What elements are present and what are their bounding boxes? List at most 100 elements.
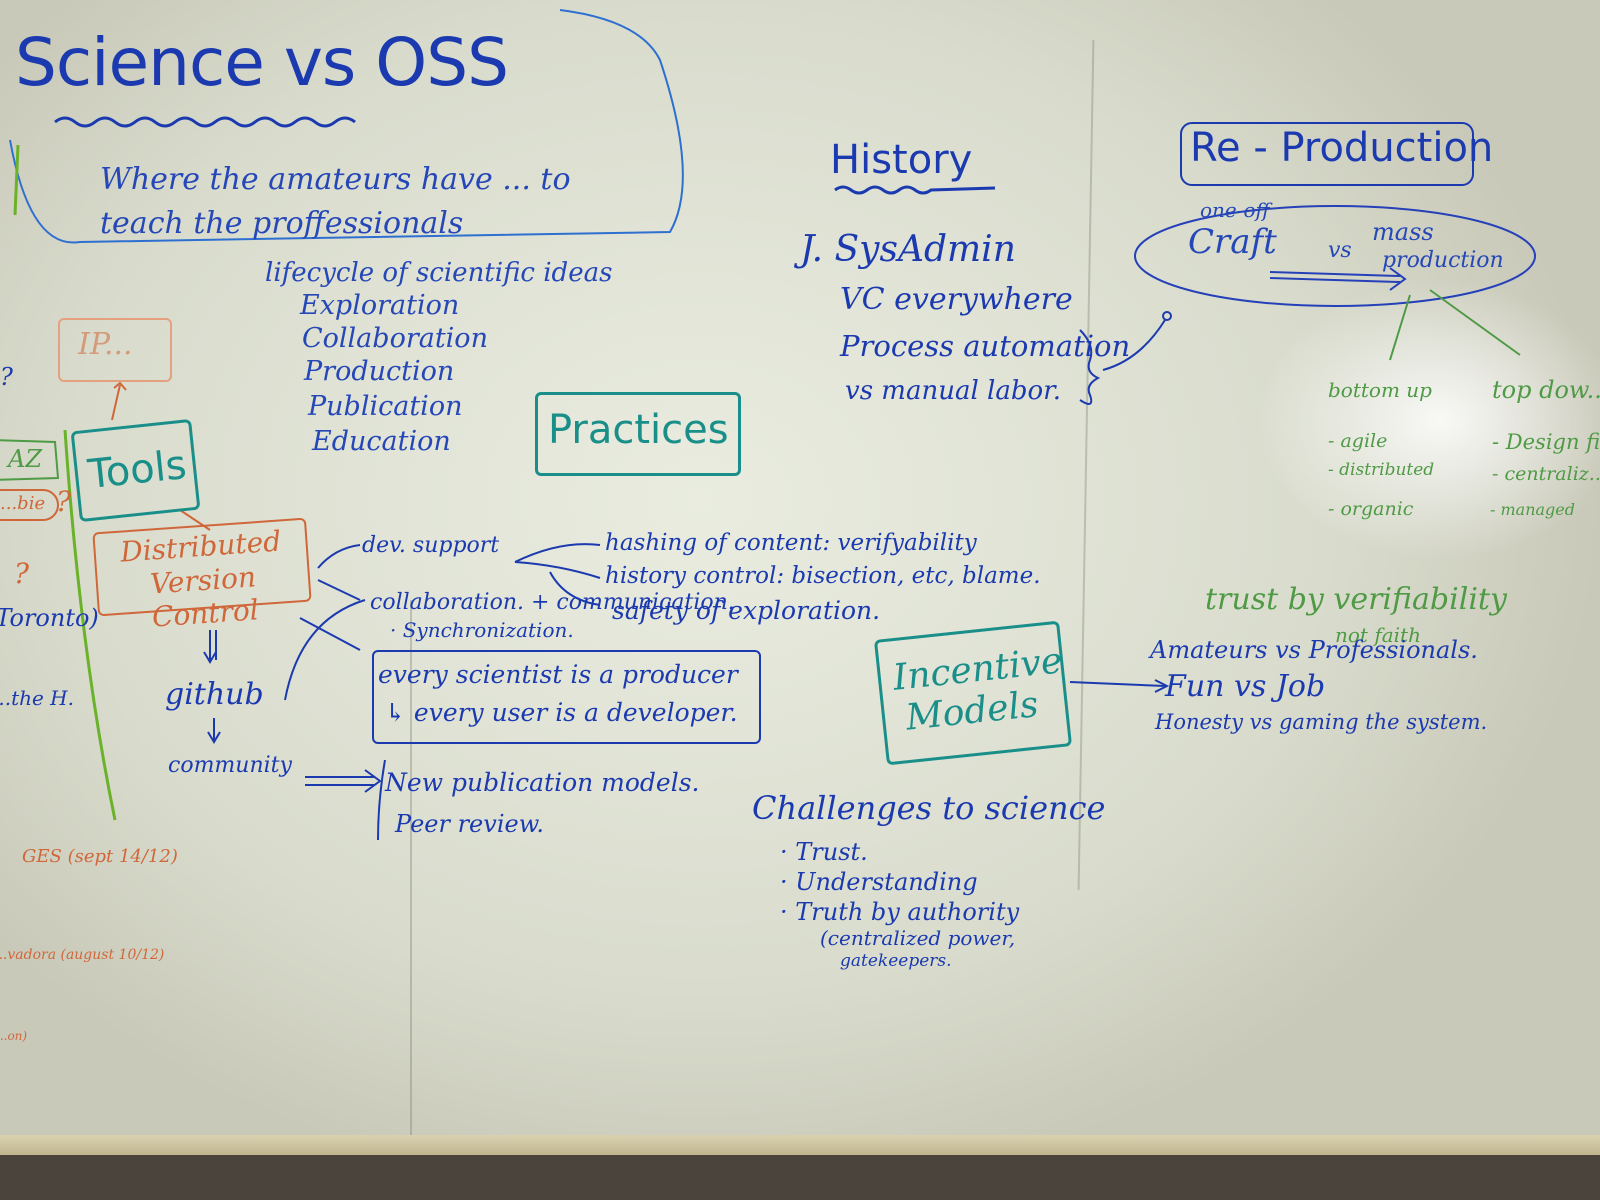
craft-to-mass-arrow xyxy=(1269,267,1407,291)
bottom-up-item: - organic xyxy=(1328,498,1414,520)
left-question-3: ? xyxy=(14,557,30,590)
green-margin-line xyxy=(63,429,117,821)
history-underline xyxy=(834,185,996,195)
bottom-up-item: - agile xyxy=(1328,430,1388,452)
history-item: VC everywhere xyxy=(840,282,1073,317)
community-item: Peer review. xyxy=(395,810,545,838)
history-item: J. SysAdmin xyxy=(800,229,1016,270)
dev-support-brace xyxy=(514,543,601,606)
down-arrow-1 xyxy=(203,630,217,664)
dev-support-label: dev. support xyxy=(362,533,500,558)
green-top-line xyxy=(13,144,20,216)
az-label: AZ xyxy=(8,445,43,473)
board-title: Science vs OSS xyxy=(15,24,509,101)
lifecycle-item: Production xyxy=(304,356,455,387)
top-down-item: - Design fi... xyxy=(1492,430,1600,454)
subtitle-bubble xyxy=(9,9,684,244)
history-item: vs manual labor. xyxy=(845,376,1061,406)
github-curve xyxy=(284,599,366,701)
challenges-item: · Understanding xyxy=(780,868,978,896)
challenges-title: Challenges to science xyxy=(752,789,1106,827)
down-arrow-2 xyxy=(207,718,221,744)
challenges-item: gatekeepers. xyxy=(840,951,952,971)
floor xyxy=(0,1155,1600,1200)
developer-line: ↳ every user is a developer. xyxy=(385,698,738,727)
lifecycle-list: Exploration Collaboration Production Pub… xyxy=(300,290,488,463)
panel-seam-left xyxy=(410,600,412,1140)
trust-line-1: trust by verifiability xyxy=(1205,582,1507,617)
lifecycle-item: Education xyxy=(312,426,451,457)
dev-support-item: hashing of content: verifyability xyxy=(605,530,977,556)
hm-label: ...the H. xyxy=(0,686,74,710)
top-down-item: - managed xyxy=(1490,500,1575,519)
left-question-2: ? xyxy=(56,485,72,518)
left-question-1: ? xyxy=(0,363,13,391)
challenges-item: (centralized power, xyxy=(820,926,1016,950)
community-brace xyxy=(377,759,386,841)
az-box xyxy=(0,439,60,481)
ip-box xyxy=(58,318,172,382)
mass-label: mass xyxy=(1372,218,1434,246)
dvc-to-dev-arrow xyxy=(317,544,361,569)
top-down-label: top dow... xyxy=(1492,376,1600,404)
community-item: New publication models. xyxy=(385,768,700,797)
dev-support-item: safety of exploration. xyxy=(612,596,881,625)
history-link xyxy=(1102,319,1166,371)
salvadora-label: ...vadora (august 10/12) xyxy=(0,947,165,963)
history-item: Process automation xyxy=(840,329,1131,363)
github-label: github xyxy=(165,677,264,712)
producer-line: every scientist is a producer xyxy=(378,660,738,689)
reproduction-box xyxy=(1180,122,1474,186)
lifecycle-heading: lifecycle of scientific ideas xyxy=(265,258,613,288)
green-split-right xyxy=(1429,289,1521,356)
toronto-label: (Toronto) xyxy=(0,604,99,632)
ges-label: GES (sept 14/12) xyxy=(22,846,178,867)
synchronization-label: · Synchronization. xyxy=(390,618,574,642)
collaboration-label: collaboration. + communication. xyxy=(370,590,735,615)
reproduction-title: Re - Production xyxy=(1190,125,1494,171)
pill-label: ...bie xyxy=(0,493,46,514)
challenges-item: · Trust. xyxy=(780,838,868,866)
incentive-arrow xyxy=(1069,679,1170,693)
orange-arrow-ip xyxy=(111,381,127,421)
incentive-label: Incentive Models xyxy=(891,640,1065,740)
incentive-item: Amateurs vs Professionals. xyxy=(1150,636,1478,664)
history-title: History xyxy=(830,137,973,183)
bottom-up-label: bottom up xyxy=(1328,378,1432,402)
dvc-to-collab-arrow xyxy=(317,579,361,601)
producer-box xyxy=(372,650,761,744)
practices-label: Practices xyxy=(548,407,729,453)
bottom-up-item: - distributed xyxy=(1328,460,1435,480)
small-fragment: ...on) xyxy=(0,1029,28,1043)
top-down-item: - centraliz... xyxy=(1492,463,1600,485)
tools-dvc-arrow xyxy=(179,509,211,531)
challenges-item: · Truth by authority xyxy=(780,898,1020,926)
practices-box xyxy=(535,392,741,476)
vs-label: vs xyxy=(1328,238,1352,263)
ip-label: IP... xyxy=(78,327,133,362)
dvc-label: Distributed Version Control xyxy=(119,524,283,634)
craft-label: Craft xyxy=(1188,222,1277,262)
incentive-item: Fun vs Job xyxy=(1165,669,1326,704)
community-label: community xyxy=(168,753,292,778)
lifecycle-item: Collaboration xyxy=(302,323,488,354)
lifecycle-item: Publication xyxy=(308,391,463,422)
collab-to-producer-arrow xyxy=(299,617,361,651)
community-arrow xyxy=(305,769,382,793)
trust-line-2: not faith xyxy=(1335,623,1421,647)
production-label: production xyxy=(1382,248,1504,273)
lifecycle-item: Exploration xyxy=(300,290,460,321)
history-brace xyxy=(1079,329,1101,405)
dev-support-item: history control: bisection, etc, blame. xyxy=(605,563,1041,589)
history-link-dot xyxy=(1162,311,1172,321)
craft-mass-ellipse xyxy=(1134,205,1536,307)
one-off-label: one-off xyxy=(1200,198,1270,222)
board-subtitle: Where the amateurs have ... to teach the… xyxy=(100,162,571,241)
orange-pill xyxy=(0,489,59,521)
title-underline xyxy=(54,116,356,128)
green-split-left xyxy=(1389,294,1411,361)
tools-label: Tools xyxy=(85,441,189,499)
incentive-item: Honesty vs gaming the system. xyxy=(1155,710,1488,734)
